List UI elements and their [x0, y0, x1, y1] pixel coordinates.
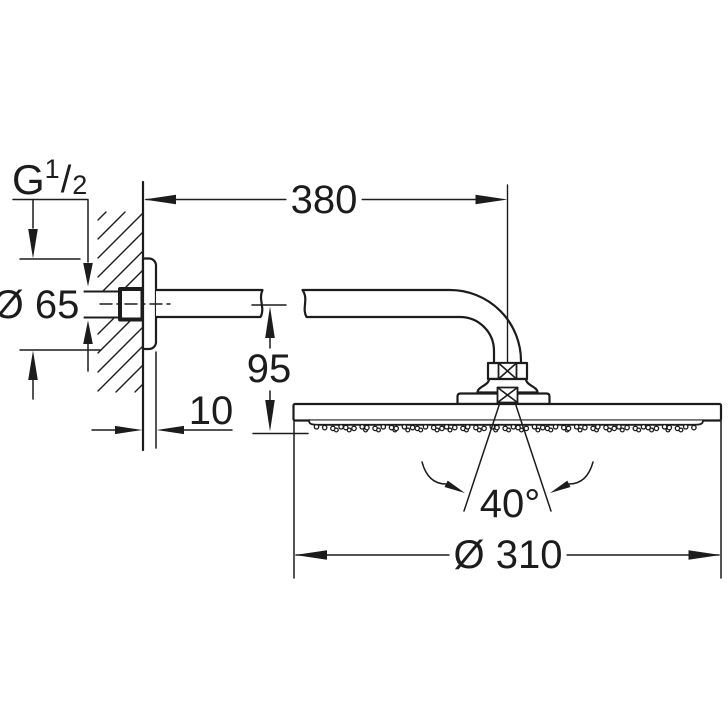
ball-joint [496, 386, 519, 404]
shower-head-plate [292, 402, 723, 422]
angle-40 [421, 401, 594, 512]
label-arm-projection: 380 [286, 180, 362, 220]
label-flange-diameter: Ø 65 [0, 285, 84, 325]
label-swivel-angle: 40° [479, 482, 541, 526]
label-head-diameter: Ø 310 [449, 535, 567, 575]
leader-g12 [12, 198, 93, 372]
dim-65 [19, 198, 101, 400]
label-thread-size: G1/2 [12, 154, 88, 203]
dim-95 [251, 304, 309, 435]
dim-380 [144, 194, 508, 205]
swivel-nut [486, 361, 529, 381]
label-head-height: 95 [242, 349, 296, 389]
dim-10 [91, 351, 233, 449]
dim-310 [293, 420, 722, 579]
nozzle-texture [313, 423, 697, 433]
spray-face [308, 419, 704, 426]
label-flange-depth: 10 [188, 389, 234, 433]
shower-arm-elbow [301, 288, 523, 365]
shower-arm-left [154, 288, 264, 319]
